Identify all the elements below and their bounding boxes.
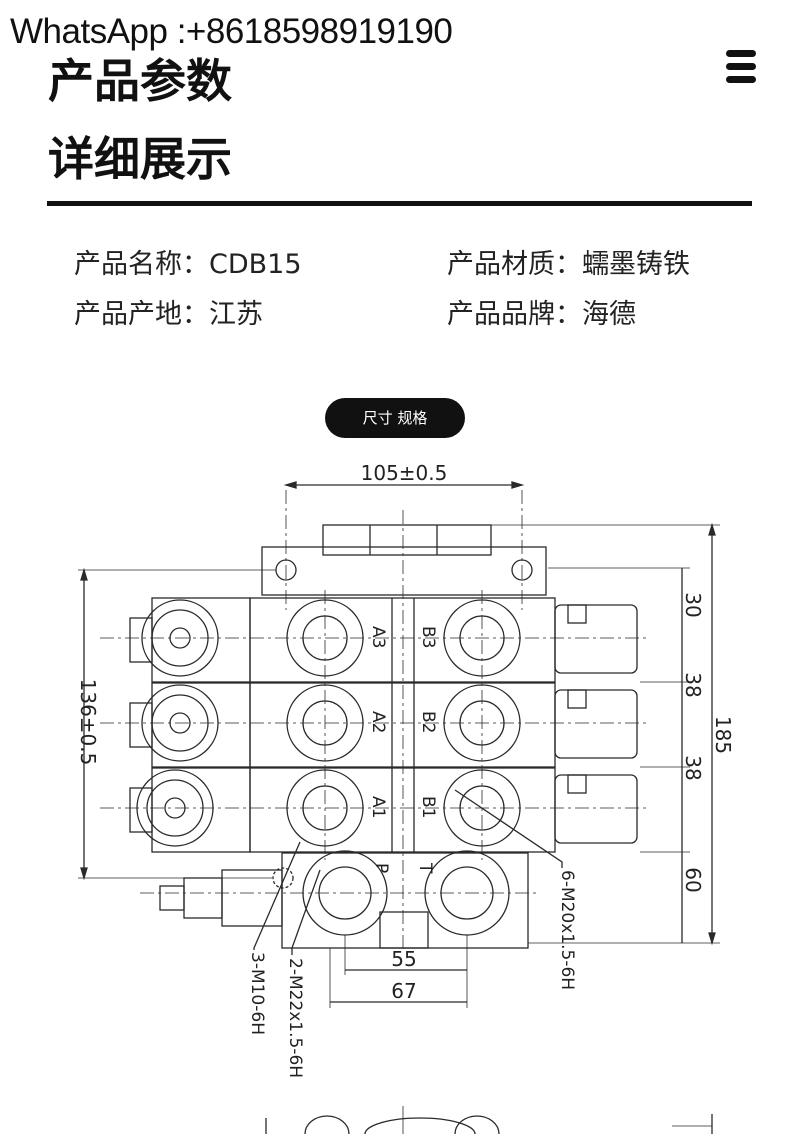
centerlines: [100, 490, 650, 950]
port-label-b2: B2: [418, 711, 438, 733]
dim-pitch-label: 38: [681, 755, 705, 780]
m10-port-marker: [272, 867, 294, 889]
dim-span-label: 136±0.5: [76, 679, 100, 766]
port-label-t: T: [415, 862, 435, 874]
spec-origin-label: 产品产地：: [74, 299, 209, 330]
hamburger-menu-icon[interactable]: [723, 48, 759, 86]
spec-brand-label: 产品品牌：: [447, 299, 582, 330]
port-label-a1: A1: [368, 796, 388, 818]
cap-nut: [567, 604, 587, 624]
spec-material-label: 产品材质：: [447, 249, 582, 280]
spring-cap: [554, 604, 638, 674]
dim-width-label: 105±0.5: [361, 461, 448, 485]
spec-brand: 产品品牌：海德: [447, 292, 636, 331]
dim-pitch-label: 38: [681, 672, 705, 697]
valve-dimension-drawing: 105±0.5 185 30 38 38 60 136±0.5 55 67 A3…: [76, 461, 735, 1134]
spec-material-value: 蠕墨铸铁: [582, 249, 690, 280]
port-label-a2: A2: [368, 711, 388, 733]
spring-cap: [554, 689, 638, 759]
mounting-bracket: [261, 546, 547, 596]
spec-name-label: 产品名称：: [74, 249, 209, 280]
size-spec-tab[interactable]: 尺寸 规格: [325, 398, 465, 438]
second-view-arc: [454, 1115, 500, 1134]
hero-title-line-2: 详细展示: [48, 132, 232, 186]
inlet-foot: [379, 911, 429, 949]
dim-port-outer-label: 67: [391, 979, 416, 1003]
spec-name-value: CDB15: [209, 249, 302, 280]
second-view-arc: [364, 1117, 476, 1134]
dim-pitch-label: 30: [681, 592, 705, 617]
section-divider: [47, 201, 752, 206]
port-label-a3: A3: [368, 626, 388, 648]
relief-valve-nut: [183, 877, 223, 919]
relief-valve-screw: [159, 885, 185, 911]
spec-brand-value: 海德: [582, 299, 636, 330]
spring-cap: [554, 774, 638, 844]
spec-material: 产品材质：蠕墨铸铁: [447, 242, 690, 281]
leader-m22: [291, 869, 321, 955]
hero-title: 产品参数 详细展示: [48, 48, 232, 192]
callout-m22: 2-M22x1.5-6H: [285, 958, 305, 1078]
cap-nut: [567, 774, 587, 794]
port-label-b3: B3: [418, 626, 438, 648]
inlet-section-body: [281, 852, 529, 949]
callout-work-ports: 6-M20x1.5-6H: [557, 870, 577, 990]
leader-m10: [253, 841, 301, 950]
dim-total-height-label: 185: [711, 716, 735, 754]
dim-port-inner-label: 55: [391, 947, 416, 971]
spec-name: 产品名称：CDB15: [74, 242, 302, 281]
dim-pitch-label: 60: [681, 867, 705, 892]
port-label-p: P: [371, 863, 391, 873]
dim-arrows: [80, 567, 88, 881]
spec-origin-value: 江苏: [209, 299, 263, 330]
top-boss: [322, 524, 492, 556]
cap-nut: [567, 689, 587, 709]
port-label-b1: B1: [418, 796, 438, 818]
handle-cap: [129, 702, 153, 748]
dim-arrows: [283, 481, 525, 489]
hero-title-line-1: 产品参数: [48, 54, 232, 108]
handle-cap: [129, 787, 153, 833]
handle-cap: [129, 617, 153, 663]
leader-work-ports: [454, 789, 563, 868]
whatsapp-watermark: WhatsApp :+8618598919190: [10, 10, 453, 54]
second-view-arc: [304, 1115, 350, 1134]
spec-origin: 产品产地：江苏: [74, 292, 263, 331]
callout-m10: 3-M10-6H: [247, 952, 267, 1035]
dim-arrows: [708, 522, 716, 946]
